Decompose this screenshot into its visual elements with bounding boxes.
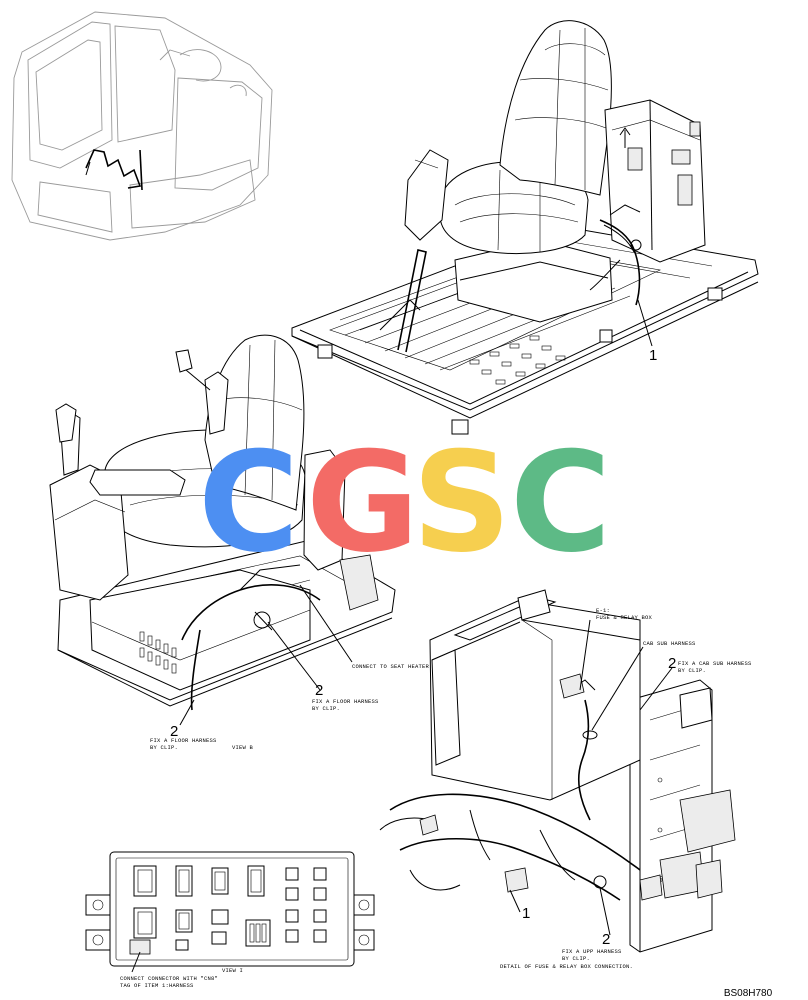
cab-overview-thumbnail <box>11 11 273 241</box>
watermark-letter-c2: C <box>510 422 611 583</box>
label-view-b: VIEW B <box>232 744 254 751</box>
leader-cab-sub-harness <box>591 646 644 731</box>
note-fix-floor-harness-left-2: BY CLIP. <box>150 744 178 751</box>
note-fix-cab-sub-harness-1: FIX A CAB SUB HARNESS <box>678 660 752 667</box>
callout-item-2-detail: 2 <box>602 931 610 948</box>
note-connect-connector-2: TAG OF ITEM 1:HARNESS <box>120 982 194 989</box>
leader-item-2-view-b-left <box>179 699 195 726</box>
label-view-i: VIEW I <box>222 967 243 974</box>
view-b-seat-assembly <box>49 334 396 726</box>
note-fuse-relay-box-2: FUSE & RELAY BOX <box>596 614 653 621</box>
cgsc-watermark: C G S C <box>198 422 611 583</box>
leader-fix-cab-sub-harness <box>639 667 673 711</box>
drawing-code: BS08H780 <box>724 988 773 999</box>
fuse-relay-slots <box>129 865 327 955</box>
note-fuse-relay-box-1: E-1: <box>596 607 610 614</box>
note-fix-floor-harness-left-1: FIX A FLOOR HARNESS <box>150 737 217 744</box>
note-connect-connector-1: CONNECT CONNECTOR WITH "CN8" <box>120 975 218 982</box>
cab-sub-harness <box>559 673 598 821</box>
note-fix-cab-sub-harness-2: BY CLIP. <box>678 667 706 674</box>
base-vent-slots <box>139 631 177 674</box>
detail-upp-harness <box>379 793 663 901</box>
callout-item-2-view-b-left: 2 <box>170 723 178 740</box>
note-fix-floor-harness-right-1: FIX A FLOOR HARNESS <box>312 698 379 705</box>
note-fix-floor-harness-right-2: BY CLIP. <box>312 705 340 712</box>
leader-item-2-detail <box>599 887 611 936</box>
callout-item-2-view-b-right: 2 <box>315 682 323 699</box>
watermark-letter-s: S <box>412 422 511 583</box>
callout-item-1-detail: 1 <box>522 905 530 922</box>
view-i-fuse-box-face <box>85 851 375 973</box>
leader-connect-connector <box>131 951 141 973</box>
callout-item-2-detail-top: 2 <box>668 655 676 672</box>
note-fix-upp-harness-1: FIX A UPP HARNESS <box>562 948 622 955</box>
leader-fuse-relay-box <box>579 619 591 691</box>
floor-plate-assembly <box>291 20 759 435</box>
note-connect-seat-heater: CONNECT TO SEAT HEATER <box>352 663 430 670</box>
floor-harness-item-1 <box>589 204 642 306</box>
note-cab-sub-harness: CAB SUB HARNESS <box>643 640 696 647</box>
watermark-letter-c1: C <box>198 422 299 583</box>
leader-seat-heater <box>299 584 353 663</box>
label-detail-fuse-relay: DETAIL OF FUSE & RELAY BOX CONNECTION. <box>500 963 633 970</box>
leader-item-2-view-b-right <box>267 621 321 691</box>
watermark-letter-g: G <box>306 422 419 583</box>
fuse-relay-box-detail <box>379 589 736 953</box>
note-fix-upp-harness-2: BY CLIP. <box>562 955 590 962</box>
leader-item-1-top <box>637 299 653 347</box>
callout-item-1-top: 1 <box>649 347 657 364</box>
leader-item-1-detail <box>509 889 521 913</box>
floor-mat <box>329 249 661 385</box>
